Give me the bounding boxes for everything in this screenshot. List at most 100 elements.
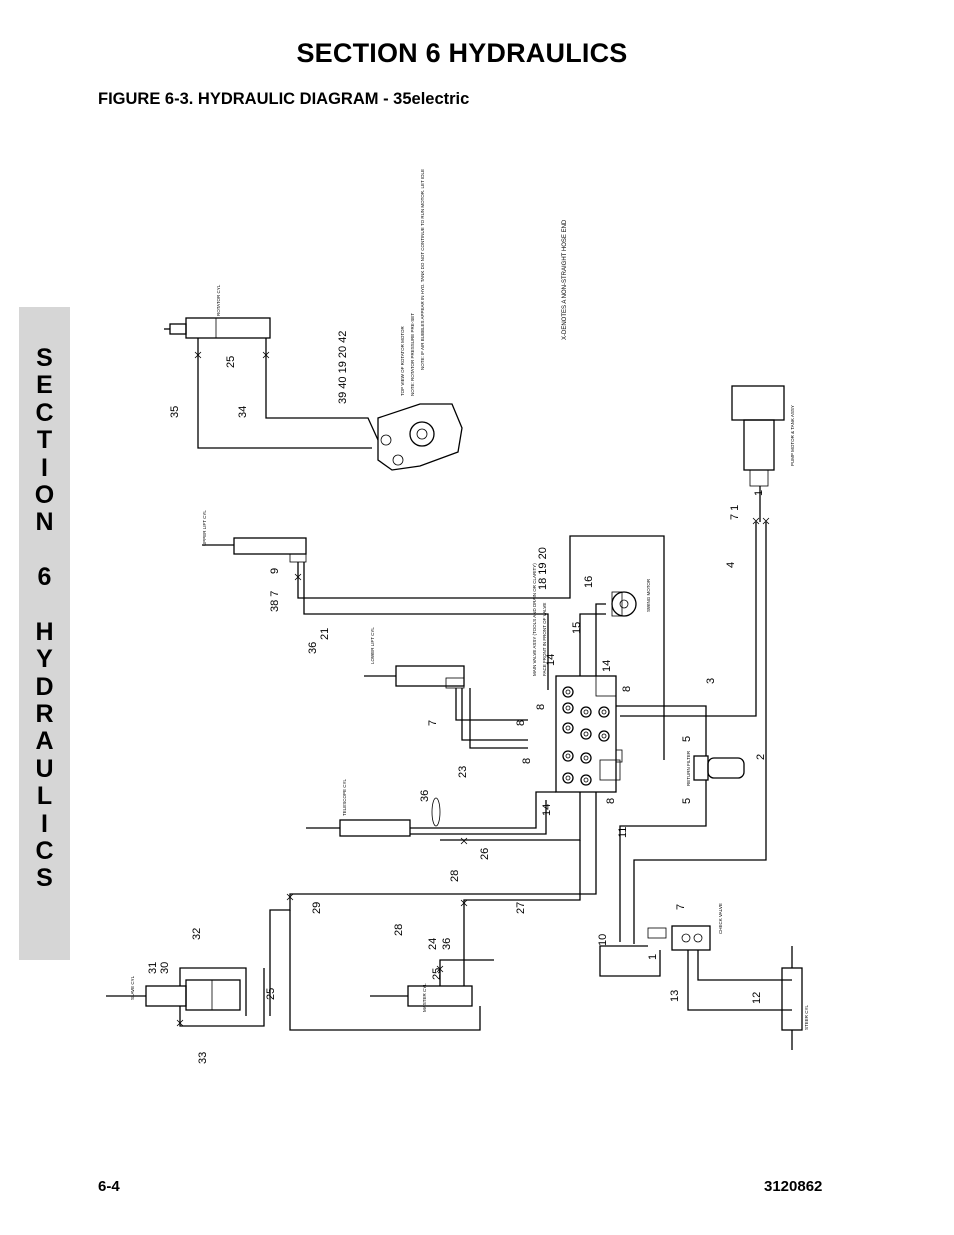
side-tab-letter: O bbox=[34, 480, 55, 509]
hose-26b bbox=[410, 800, 547, 835]
callout-39-40-19-20-42: 39 40 19 20 42 bbox=[337, 331, 349, 404]
hose-35 bbox=[197, 338, 372, 449]
note-upper-lift: UPPER LIFT CYL bbox=[202, 510, 207, 546]
callout-5-b: 5 bbox=[681, 798, 693, 804]
callout-4: 4 bbox=[725, 562, 737, 568]
callout-31: 31 bbox=[147, 962, 159, 974]
note-check-valve: CHECK VALVE bbox=[718, 903, 723, 934]
callout-35: 35 bbox=[169, 406, 181, 418]
note-lower-lift: LOWER LIFT CYL bbox=[370, 627, 375, 664]
note-telescope: TELESCOPE CYL bbox=[342, 778, 347, 816]
lower-lift-cylinder bbox=[364, 665, 465, 689]
callout-32: 32 bbox=[191, 928, 203, 940]
hose-24 bbox=[439, 959, 494, 986]
note-hose-end: X-DENOTES A NON-STRAIGHT HOSE END bbox=[562, 219, 568, 340]
side-tab-letter: R bbox=[35, 700, 54, 729]
side-tab-letter: T bbox=[36, 426, 53, 455]
callout-8-a: 8 bbox=[535, 704, 547, 710]
callout-13: 13 bbox=[669, 990, 681, 1002]
callout-25-top: 25 bbox=[225, 356, 237, 368]
side-tab-letter: Y bbox=[36, 645, 53, 674]
callout-8-c: 8 bbox=[515, 720, 527, 726]
note-tank-bubbles: NOTE: IF AIR BUBBLES APPEAR IN HYD. TANK… bbox=[420, 169, 425, 370]
callout-23: 23 bbox=[457, 766, 469, 778]
upper-lift-cylinder bbox=[202, 537, 307, 563]
callout-1-a: 1 bbox=[647, 954, 659, 960]
callout-12: 12 bbox=[751, 992, 763, 1004]
steer-cylinder bbox=[781, 946, 803, 1050]
callout-14-a: 14 bbox=[545, 654, 557, 666]
note-rotator-cyl: ROTATOR CYL bbox=[216, 284, 221, 316]
callout-8-d: 8 bbox=[521, 758, 533, 764]
callout-24: 24 bbox=[427, 938, 439, 950]
callout-7-a: 7 bbox=[427, 720, 439, 726]
callout-11: 11 bbox=[617, 827, 629, 838]
callout-7-b: 7 bbox=[675, 904, 687, 910]
hose-end-marks bbox=[176, 351, 770, 1027]
side-tab-letter: N bbox=[35, 508, 54, 537]
callout-26: 26 bbox=[479, 848, 491, 860]
side-tab-letter: U bbox=[35, 754, 54, 783]
callout-36-a: 36 bbox=[307, 642, 319, 654]
diagram-notes: X-DENOTES A NON-STRAIGHT HOSE END PUMP M… bbox=[130, 169, 809, 1030]
hose-9 bbox=[297, 535, 665, 760]
telescope-cylinder bbox=[306, 797, 441, 837]
callout-14-c: 14 bbox=[541, 804, 553, 816]
document-number: 3120862 bbox=[764, 1178, 823, 1195]
note-slave: SLAVE CYL bbox=[130, 975, 135, 1000]
note-main-valve: MAIN VALVE ASSY (TOOLS AND DRAIN OR CLAR… bbox=[532, 563, 537, 676]
note-pump-tank: PUMP MOTOR & TANK ASSY bbox=[790, 405, 795, 466]
callout-10: 10 bbox=[597, 934, 609, 946]
hose-23a bbox=[469, 688, 528, 749]
return-filter bbox=[693, 755, 745, 781]
side-tab-letter: C bbox=[35, 398, 54, 427]
side-tab-letter: H bbox=[35, 617, 54, 646]
side-tab-letter: E bbox=[36, 371, 53, 400]
callout-21: 21 bbox=[319, 628, 331, 640]
side-tab-letter: 6 bbox=[37, 563, 52, 592]
callout-8-e: 8 bbox=[605, 798, 617, 804]
hose-33 bbox=[179, 968, 265, 1027]
note-rotator-preset: NOTE: ROTATOR PRESSURE PRE-SET bbox=[410, 313, 415, 396]
side-tab-letter: I bbox=[41, 453, 48, 482]
hose-15b bbox=[579, 613, 606, 676]
callout-16: 16 bbox=[583, 576, 595, 588]
hose-13 bbox=[697, 950, 792, 981]
hose-15a bbox=[595, 603, 606, 676]
callout-25-c: 25 bbox=[265, 988, 277, 1000]
callout-28-b: 28 bbox=[393, 924, 405, 936]
callout-25-b: 25 bbox=[431, 968, 443, 980]
section-title: SECTION 6 HYDRAULICS bbox=[296, 38, 628, 68]
note-master: MASTER CYL bbox=[422, 983, 427, 1012]
hose-3b bbox=[620, 522, 757, 717]
note-rotator-top: TOP VIEW OF ROTATOR MOTOR bbox=[400, 325, 405, 396]
master-cylinder bbox=[370, 985, 473, 1007]
callout-3: 3 bbox=[705, 678, 717, 684]
callout-8-b: 8 bbox=[621, 686, 633, 692]
side-tab-letter: A bbox=[35, 727, 54, 756]
callout-1-b: 1 bbox=[753, 490, 765, 496]
hose-32 bbox=[179, 967, 247, 1016]
hose-27b bbox=[289, 910, 481, 1031]
callout-34: 34 bbox=[237, 406, 249, 418]
callout-15: 15 bbox=[571, 622, 583, 634]
callout-2: 2 bbox=[755, 754, 767, 760]
callout-38-7: 38 7 bbox=[269, 591, 281, 612]
side-tab-letter: L bbox=[36, 782, 53, 811]
callout-9: 9 bbox=[269, 568, 281, 574]
page-number: 6-4 bbox=[98, 1178, 120, 1195]
hose-7 bbox=[455, 688, 528, 721]
hose-34 bbox=[265, 338, 379, 441]
note-swing-motor: SWING MOTOR bbox=[646, 578, 651, 612]
slave-cylinder bbox=[106, 979, 241, 1011]
callout-30: 30 bbox=[159, 962, 171, 974]
hose-10 bbox=[599, 945, 661, 977]
note-steer-cyl: STEER CYL bbox=[804, 1004, 809, 1030]
side-tab-letter: I bbox=[41, 809, 48, 838]
rotator-cylinder bbox=[164, 317, 271, 339]
callout-5-a: 5 bbox=[681, 736, 693, 742]
hose-2 bbox=[633, 522, 767, 944]
callout-33: 33 bbox=[197, 1052, 209, 1064]
